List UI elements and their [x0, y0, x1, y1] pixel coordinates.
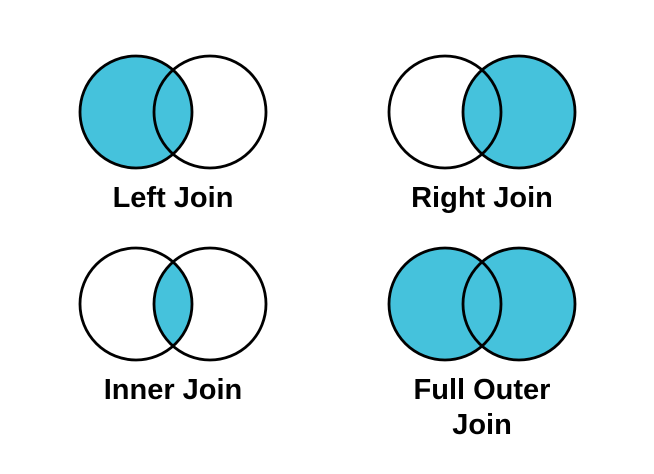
left-circle-outline — [387, 246, 503, 362]
right-circle-outline — [152, 246, 268, 362]
right-join-label: Right Join — [411, 182, 553, 214]
left-circle-outline — [78, 246, 194, 362]
inner-join-label: Inner Join — [103, 374, 243, 406]
intersection-region-fill — [154, 248, 192, 360]
right-circle-outline — [461, 54, 577, 170]
left-join-label: Left Join — [112, 182, 234, 214]
intersection-region-fill — [463, 56, 501, 168]
full-outer-join-label: Full Outer Join — [413, 374, 551, 442]
left-circle-outline — [387, 54, 503, 170]
right-circle-outline — [461, 246, 577, 362]
left-circle-outline — [78, 54, 194, 170]
venn-diagram-left-join — [78, 54, 268, 170]
venn-diagram-full-outer-join — [387, 246, 577, 362]
right-circle-outline — [152, 54, 268, 170]
venn-diagram-inner-join — [78, 246, 268, 362]
venn-diagram-right-join — [387, 54, 577, 170]
intersection-region-fill — [154, 56, 192, 168]
intersection-region-fill — [463, 248, 501, 360]
